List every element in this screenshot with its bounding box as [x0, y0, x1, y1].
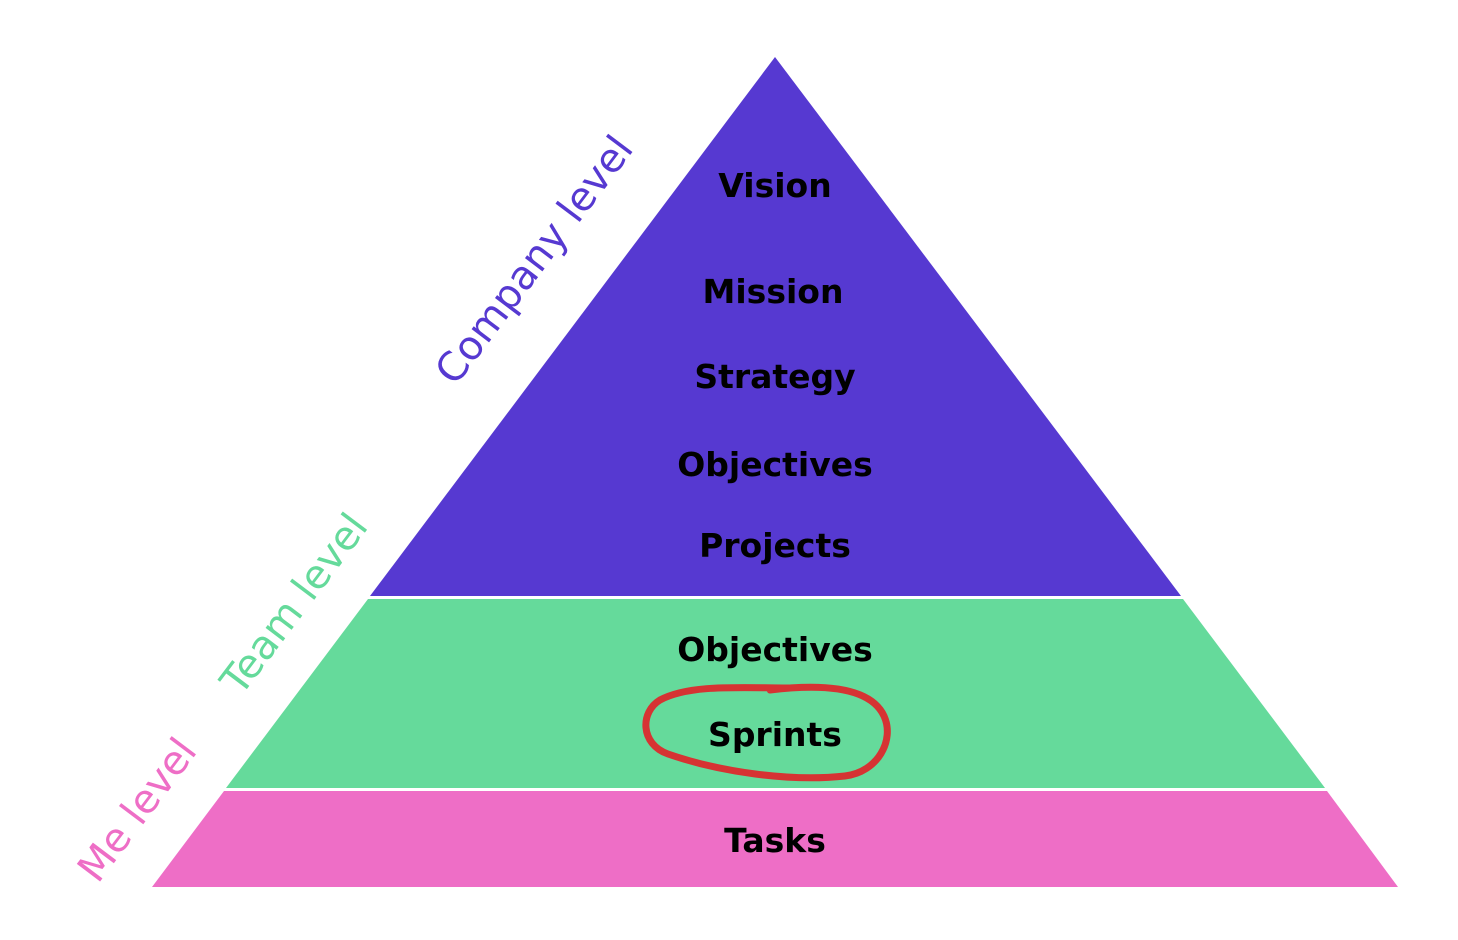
- tier-label-mission: Mission: [703, 272, 844, 311]
- highlight-circle: [642, 683, 891, 782]
- tier-label-vision: Vision: [718, 166, 831, 205]
- tier-label-team-objectives: Objectives: [677, 630, 873, 669]
- company-tier: [370, 57, 1181, 596]
- tier-label-strategy: Strategy: [694, 357, 855, 396]
- tier-label-projects: Projects: [699, 526, 851, 565]
- tier-label-sprints: Sprints: [708, 715, 842, 754]
- me-tier: [152, 791, 1398, 887]
- tier-label-tasks: Tasks: [724, 821, 826, 860]
- team-tier: [226, 599, 1325, 788]
- tier-label-company-objectives: Objectives: [677, 445, 873, 484]
